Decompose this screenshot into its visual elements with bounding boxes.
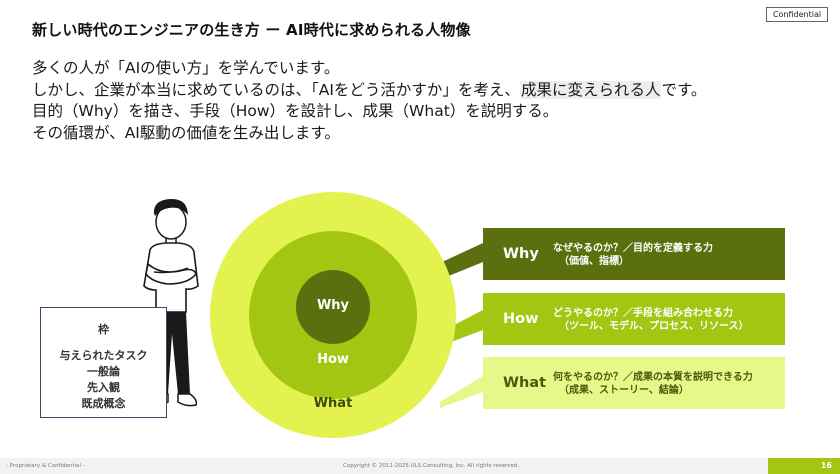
page-title: 新しい時代のエンジニアの生き方 ー AI時代に求められる人物像 <box>32 21 471 39</box>
body-line-4: その循環が、AI駆動の価値を生み出します。 <box>32 123 340 142</box>
what-box-desc: 何をやるのか？／成果の本質を説明できる力 （成果、ストーリー、結論） <box>553 370 753 397</box>
why-circle-label: Why <box>316 298 350 313</box>
footer: - Proprietary & Confidential - Copyright… <box>0 458 840 474</box>
how-box-label: How <box>503 311 539 327</box>
frame-box: 枠 与えられたタスク 一般論 先入観 既成概念 <box>40 307 167 418</box>
how-box-desc: どうやるのか？／手段を組み合わせる力 （ツール、モデル、プロセス、リソース） <box>553 306 749 333</box>
why-box-desc: なぜやるのか？／目的を定義する力 （価値、指標） <box>553 241 713 268</box>
why-desc-sub: （価値、指標） <box>559 255 629 267</box>
how-circle-label: How <box>317 352 349 367</box>
page-number: 16 <box>768 458 840 474</box>
frame-item: 与えられたタスク <box>59 349 148 362</box>
frame-item: 先入観 <box>87 381 120 394</box>
body-line-2-part1: しかし、企業が本当に求めているのは、「AIをどう活かすか」を考え、 <box>32 80 520 99</box>
body-line-2-highlight: 成果に変えられる人 <box>519 80 662 99</box>
what-box-label: What <box>503 375 547 391</box>
what-desc-main: 何をやるのか？／成果の本質を説明できる力 <box>553 371 753 383</box>
footer-proprietary: - Proprietary & Confidential - <box>6 463 85 469</box>
why-circle <box>296 270 370 344</box>
body-line-1: 多くの人が「AIの使い方」を学んでいます。 <box>32 59 340 77</box>
why-box: Why なぜやるのか？／目的を定義する力 （価値、指標） <box>483 228 785 280</box>
how-box: How どうやるのか？／手段を組み合わせる力 （ツール、モデル、プロセス、リソー… <box>483 293 785 345</box>
what-circle-label: What <box>313 396 353 411</box>
body-line-2: しかし、企業が本当に求めているのは、「AIをどう活かすか」を考え、成果に変えられ… <box>32 80 822 102</box>
why-desc-main: なぜやるのか？／目的を定義する力 <box>553 242 713 254</box>
what-box: What 何をやるのか？／成果の本質を説明できる力 （成果、ストーリー、結論） <box>483 357 785 409</box>
body-line-2-part2: です。 <box>661 80 707 99</box>
why-box-label: Why <box>503 246 539 262</box>
what-desc-sub: （成果、ストーリー、結論） <box>559 384 689 396</box>
confidential-label: Confidential <box>766 7 828 22</box>
footer-copyright: Copyright © 2011-2025 ULS Consulting, In… <box>343 463 520 469</box>
how-desc-main: どうやるのか？／手段を組み合わせる力 <box>553 307 733 319</box>
body-line-3: 目的（Why）を描き、手段（How）を設計し、成果（What）を説明する。 <box>32 102 559 120</box>
golden-circle-diagram <box>210 192 456 438</box>
frame-item: 一般論 <box>87 365 120 378</box>
body-text: 多くの人が「AIの使い方」を学んでいます。 しかし、企業が本当に求めているのは、… <box>32 58 822 144</box>
frame-item: 既成概念 <box>81 397 126 410</box>
how-desc-sub: （ツール、モデル、プロセス、リソース） <box>559 320 749 332</box>
frame-box-title: 枠 <box>98 323 109 336</box>
